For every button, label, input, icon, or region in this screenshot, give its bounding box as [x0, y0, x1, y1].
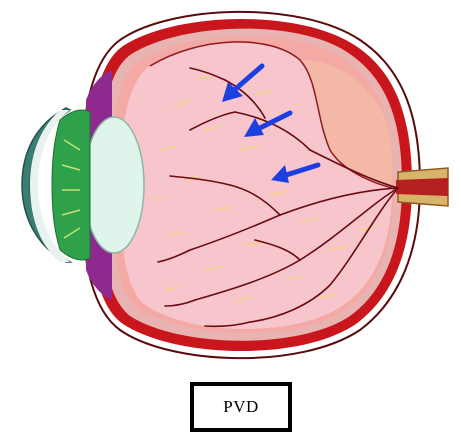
lens	[84, 117, 144, 253]
optic-nerve-core	[396, 178, 448, 196]
caption-label: PVD	[223, 397, 259, 417]
caption-box: PVD	[190, 382, 292, 432]
eye-cross-section	[0, 0, 461, 370]
iris	[52, 110, 90, 260]
